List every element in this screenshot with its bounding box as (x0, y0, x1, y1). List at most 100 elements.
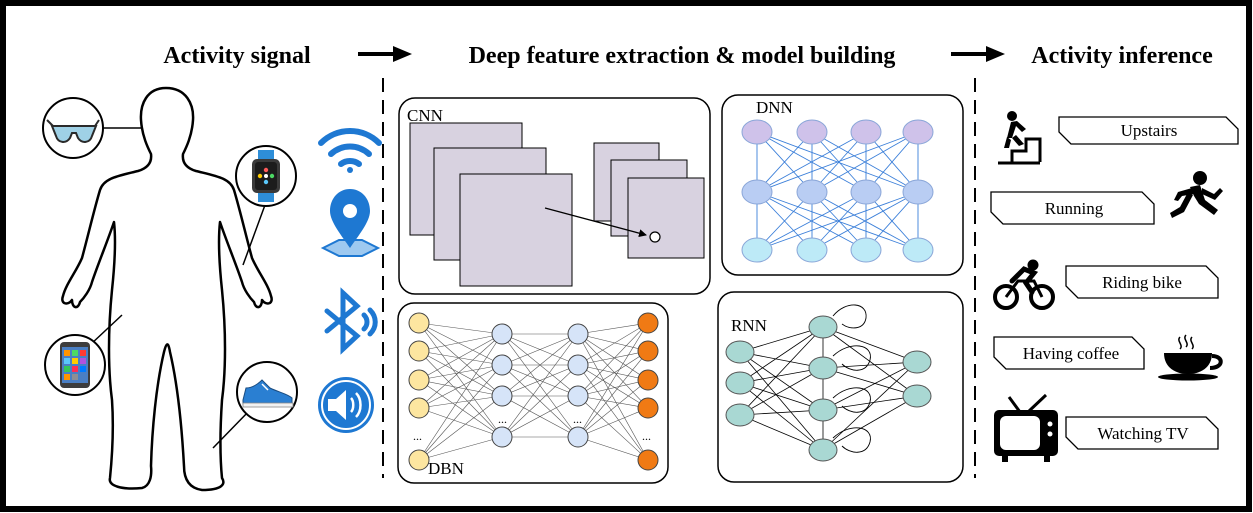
dnn-label: DNN (756, 98, 793, 117)
activity-watching-tv-label: Watching TV (1097, 424, 1189, 443)
network-edge (501, 333, 579, 438)
smartwatch-icon (235, 145, 297, 207)
network-edge (418, 333, 503, 409)
dbn-label: DBN (428, 459, 464, 478)
network-edge (501, 395, 579, 438)
rnn-node (725, 340, 755, 364)
dnn-node (796, 237, 828, 263)
network-edge (418, 350, 503, 366)
network-edge (418, 322, 503, 366)
network-edge (577, 322, 649, 335)
network-edge (577, 436, 649, 461)
network-edge (577, 350, 649, 438)
network-edge (418, 395, 503, 461)
dbn-node (637, 449, 659, 471)
network-edge (577, 379, 649, 438)
coffee-cup-icon (1158, 334, 1223, 381)
dbn-node (491, 426, 513, 448)
activity-running-label: Running (1045, 199, 1104, 218)
network-edge (577, 322, 649, 366)
network-edge (739, 326, 824, 353)
activity-having-coffee-label: Having coffee (1023, 344, 1119, 363)
stairs-icon (998, 111, 1042, 165)
network-edge (756, 131, 919, 193)
network-edge (501, 364, 579, 438)
title-activity-inference: Activity inference (1031, 43, 1213, 69)
watch-connector (242, 204, 266, 266)
network-edge (577, 364, 649, 381)
dbn-node (637, 397, 659, 419)
network-edge (811, 131, 919, 193)
dbn-node (491, 385, 513, 407)
dnn-panel: DNN (721, 94, 964, 276)
cnn-pooled-map (627, 177, 705, 259)
activity-riding-bike: Riding bike (1065, 265, 1219, 299)
network-edge (577, 333, 649, 461)
network-edge (811, 191, 919, 251)
title-activity-signal: Activity signal (163, 43, 311, 69)
dnn-node (741, 119, 773, 145)
phone-connector (89, 314, 123, 346)
cnn-feature-map (459, 173, 573, 287)
dbn-ellipsis: ... (573, 412, 582, 426)
network-edge (577, 322, 649, 397)
dbn-node (637, 312, 659, 334)
network-edge (577, 407, 649, 438)
title-feature-extraction: Deep feature extraction & model building (469, 43, 896, 69)
rnn-node (808, 315, 838, 339)
network-edge (418, 350, 503, 397)
dbn-node (408, 369, 430, 391)
network-edge (418, 333, 503, 352)
network-edge (756, 191, 919, 251)
rnn-node (725, 371, 755, 395)
network-edge (739, 351, 824, 411)
smartphone-icon (44, 334, 106, 396)
network-edge (577, 322, 649, 438)
activity-running: Running (990, 191, 1155, 225)
dnn-node (902, 237, 934, 263)
dnn-node (850, 237, 882, 263)
network-edge (822, 326, 918, 363)
network-edge (822, 361, 918, 369)
human-body-outline (61, 86, 273, 492)
network-edge (822, 326, 918, 397)
dbn-node (637, 369, 659, 391)
dbn-ellipsis: ... (413, 429, 422, 443)
network-edge (418, 436, 503, 461)
dbn-node (408, 340, 430, 362)
dbn-ellipsis: ... (498, 412, 507, 426)
network-edge (577, 364, 649, 461)
network-edge (577, 395, 649, 409)
rnn-node (808, 398, 838, 422)
dbn-node (567, 385, 589, 407)
network-edge (577, 350, 649, 397)
dbn-node (567, 323, 589, 345)
network-edge (418, 322, 503, 335)
rnn-node (808, 438, 838, 462)
rnn-panel: RNN (717, 291, 964, 483)
rnn-node (902, 384, 932, 408)
speaker-icon (318, 377, 374, 433)
location-pin-icon (320, 189, 381, 257)
cnn-panel: CNN (398, 97, 711, 295)
network-edge (739, 351, 824, 451)
network-edge (822, 361, 918, 411)
network-edge (577, 379, 649, 397)
dnn-node (741, 179, 773, 205)
activity-riding-bike-label: Riding bike (1102, 273, 1182, 292)
network-edge (418, 350, 503, 438)
dnn-node (796, 119, 828, 145)
network-edge (739, 367, 824, 416)
network-edge (418, 379, 503, 438)
shoe-icon (236, 361, 298, 423)
activity-having-coffee: Having coffee (993, 336, 1145, 370)
dnn-node (850, 179, 882, 205)
network-edge (418, 333, 503, 381)
network-edge (577, 333, 649, 352)
cyclist-icon (993, 259, 1055, 310)
network-edge (418, 322, 503, 397)
activity-upstairs: Upstairs (1058, 116, 1239, 145)
activity-upstairs-label: Upstairs (1121, 121, 1178, 140)
shoe-connector (212, 409, 251, 449)
network-edge (822, 361, 918, 451)
